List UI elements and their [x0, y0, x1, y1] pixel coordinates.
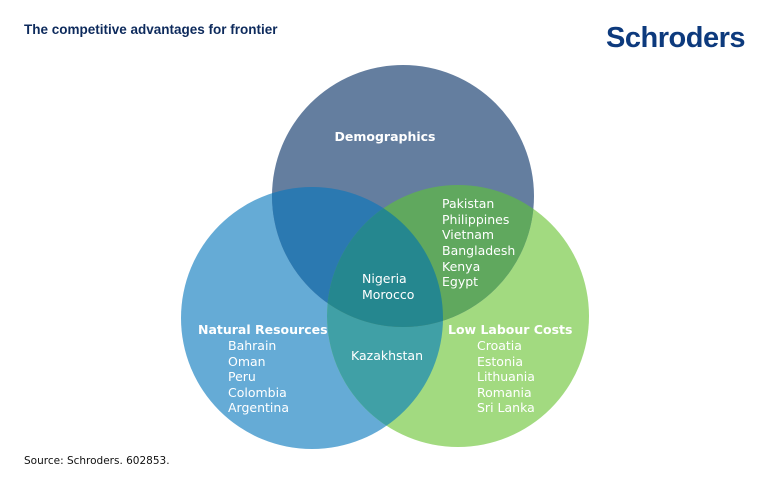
demo-labour-item: Kenya	[442, 259, 480, 274]
natural-resources-item: Bahrain	[228, 338, 276, 353]
all-three-item: Nigeria	[362, 271, 407, 286]
demo-labour-item: Vietnam	[442, 227, 494, 242]
low-labour-item: Sri Lanka	[477, 400, 535, 415]
source-note: Source: Schroders. 602853.	[24, 455, 170, 467]
natural-resources-item: Oman	[228, 354, 266, 369]
demo-labour-item: Egypt	[442, 274, 478, 289]
low-labour-item: Croatia	[477, 338, 522, 353]
resources-labour-item: Kazakhstan	[351, 348, 423, 363]
demo-labour-item: Bangladesh	[442, 243, 515, 258]
all-three-item: Morocco	[362, 287, 414, 302]
low-labour-item: Lithuania	[477, 369, 535, 384]
overlap-all-three	[327, 187, 443, 327]
label-natural-resources: Natural Resources	[198, 322, 328, 337]
natural-resources-item: Peru	[228, 369, 256, 384]
natural-resources-item: Colombia	[228, 385, 287, 400]
label-low-labour-costs: Low Labour Costs	[448, 322, 572, 337]
natural-resources-item: Argentina	[228, 400, 289, 415]
label-demographics: Demographics	[335, 129, 436, 144]
demo-labour-item: Pakistan	[442, 196, 494, 211]
low-labour-item: Estonia	[477, 354, 523, 369]
low-labour-item: Romania	[477, 385, 532, 400]
demo-labour-item: Philippines	[442, 212, 509, 227]
schroders-logo: Schroders	[606, 22, 745, 54]
chart-title: The competitive advantages for frontier	[24, 22, 278, 37]
